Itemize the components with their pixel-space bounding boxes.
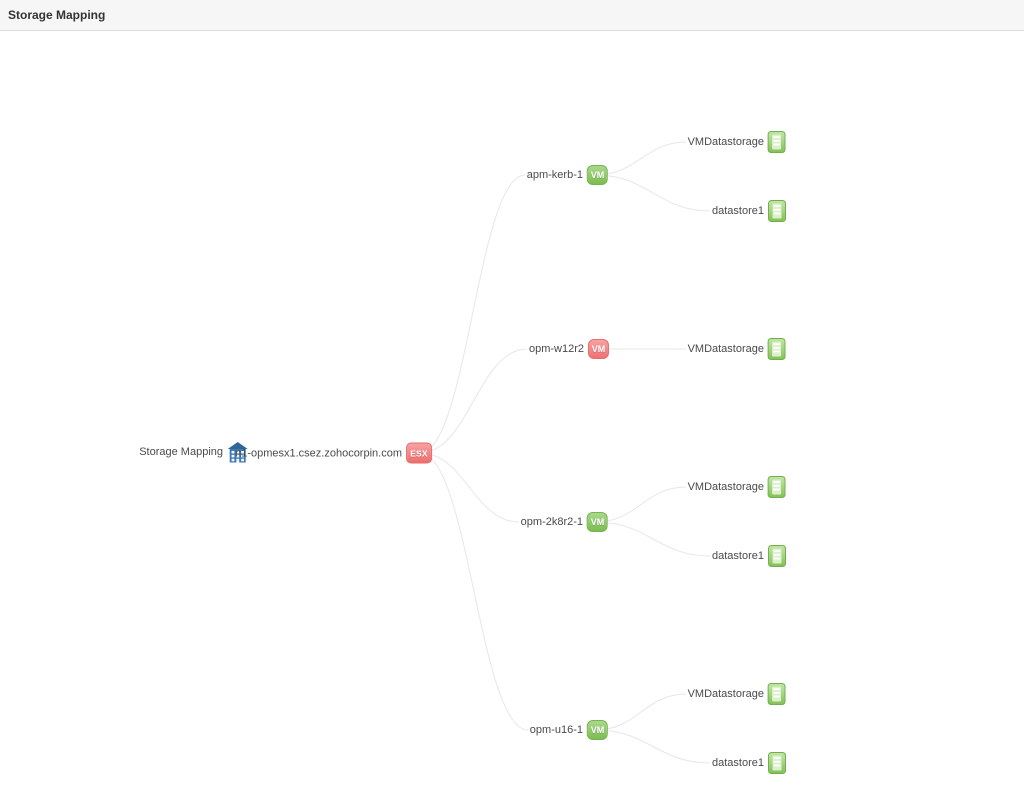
node-vm-opm-u16-1[interactable]: opm-u16-1 VM	[530, 720, 608, 740]
node-ds-datastore1-3[interactable]: datastore1	[712, 752, 786, 774]
node-ds-datastore1-2[interactable]: datastore1	[712, 545, 786, 567]
vm-badge: VM	[587, 720, 608, 740]
page-header: Storage Mapping	[0, 0, 1024, 31]
node-ds-datastore1-1[interactable]: datastore1	[712, 200, 786, 222]
datastore-icon	[768, 752, 786, 774]
node-label: n1-opmesx1.csez.zohocorpin.com	[235, 447, 402, 459]
node-vm-opm-2k8r2-1[interactable]: opm-2k8r2-1 VM	[521, 512, 608, 532]
vm-badge: VM	[587, 512, 608, 532]
connector-line	[595, 141, 687, 176]
datastore-icon	[768, 131, 786, 153]
connector-line	[419, 174, 526, 454]
datastore-icon	[768, 338, 786, 360]
node-label: opm-u16-1	[529, 724, 583, 736]
datastore-icon	[768, 476, 786, 498]
storage-mapping-canvas: Storage Mapping n1-opmesx1.csez.zohocorpi…	[0, 31, 1024, 784]
datastore-icon	[768, 200, 786, 222]
node-ds-vmdata-1[interactable]: VMDatastorage	[688, 131, 786, 153]
datastore-icon	[768, 545, 786, 567]
node-ds-vmdata-4[interactable]: VMDatastorage	[688, 683, 786, 705]
connector-line	[595, 521, 711, 557]
node-vm-apm-kerb-1[interactable]: apm-kerb-1 VM	[527, 165, 608, 185]
node-label: opm-2k8r2-1	[520, 516, 583, 528]
datastore-icon	[768, 683, 786, 705]
node-label: VMDatastorage	[687, 343, 764, 355]
node-label: datastore1	[712, 205, 764, 217]
node-esx-host[interactable]: n1-opmesx1.csez.zohocorpin.com ESX	[235, 442, 432, 464]
connector-lines	[228, 141, 711, 764]
vm-badge: VM	[587, 165, 608, 185]
node-label: VMDatastorage	[687, 481, 764, 493]
node-ds-vmdata-3[interactable]: VMDatastorage	[688, 476, 786, 498]
node-map-root[interactable]: Storage Mapping	[139, 441, 248, 463]
connector-line	[595, 693, 687, 731]
esx-badge: ESX	[406, 442, 432, 464]
node-label: opm-w12r2	[528, 343, 584, 355]
page-title: Storage Mapping	[8, 8, 106, 22]
connector-line	[419, 348, 528, 454]
node-label: Storage Mapping	[139, 446, 223, 458]
connector-line	[595, 174, 711, 212]
vm-badge: VM	[588, 339, 609, 359]
node-label: VMDatastorage	[687, 688, 764, 700]
connector-line	[595, 486, 687, 523]
node-label: datastore1	[712, 757, 764, 769]
connector-line	[419, 452, 529, 731]
node-label: VMDatastorage	[687, 136, 764, 148]
node-label: datastore1	[712, 550, 764, 562]
building-icon	[227, 441, 248, 463]
connector-line	[595, 729, 711, 764]
node-vm-opm-w12r2[interactable]: opm-w12r2 VM	[529, 339, 609, 359]
node-ds-vmdata-2[interactable]: VMDatastorage	[688, 338, 786, 360]
node-label: apm-kerb-1	[526, 169, 583, 181]
connector-line	[419, 452, 520, 523]
